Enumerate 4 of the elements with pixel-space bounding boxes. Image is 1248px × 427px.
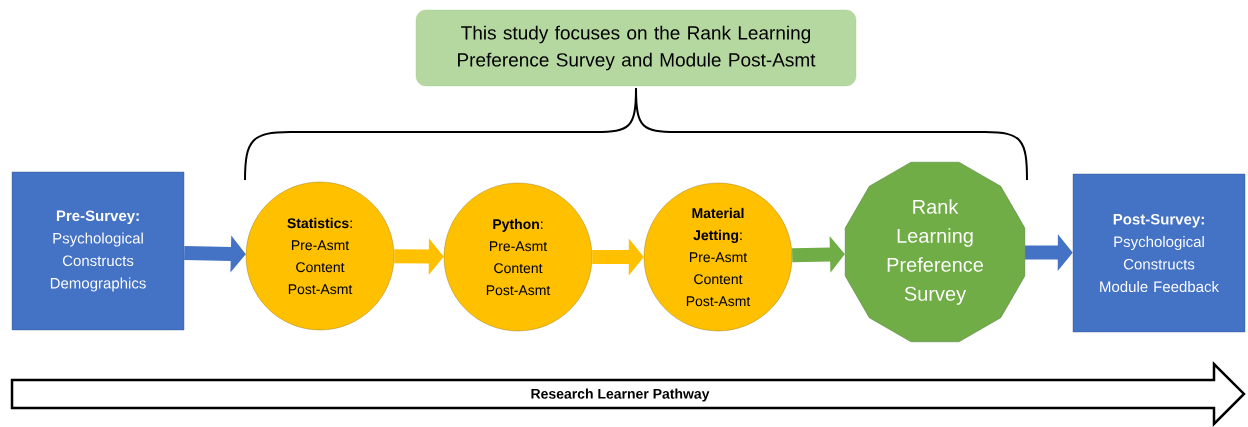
- callout-box: This study focuses on the Rank Learning Preference Survey and Module Post-Asmt: [415, 9, 857, 87]
- survey-dodecagon: Rank Learning Preference Survey: [844, 161, 1026, 342]
- survey-box: Pre-Survey: Psychological Constructs Demographics: [11, 171, 185, 331]
- survey-box: Post-Survey: Psychological Constructs Module Feedback: [1072, 173, 1246, 333]
